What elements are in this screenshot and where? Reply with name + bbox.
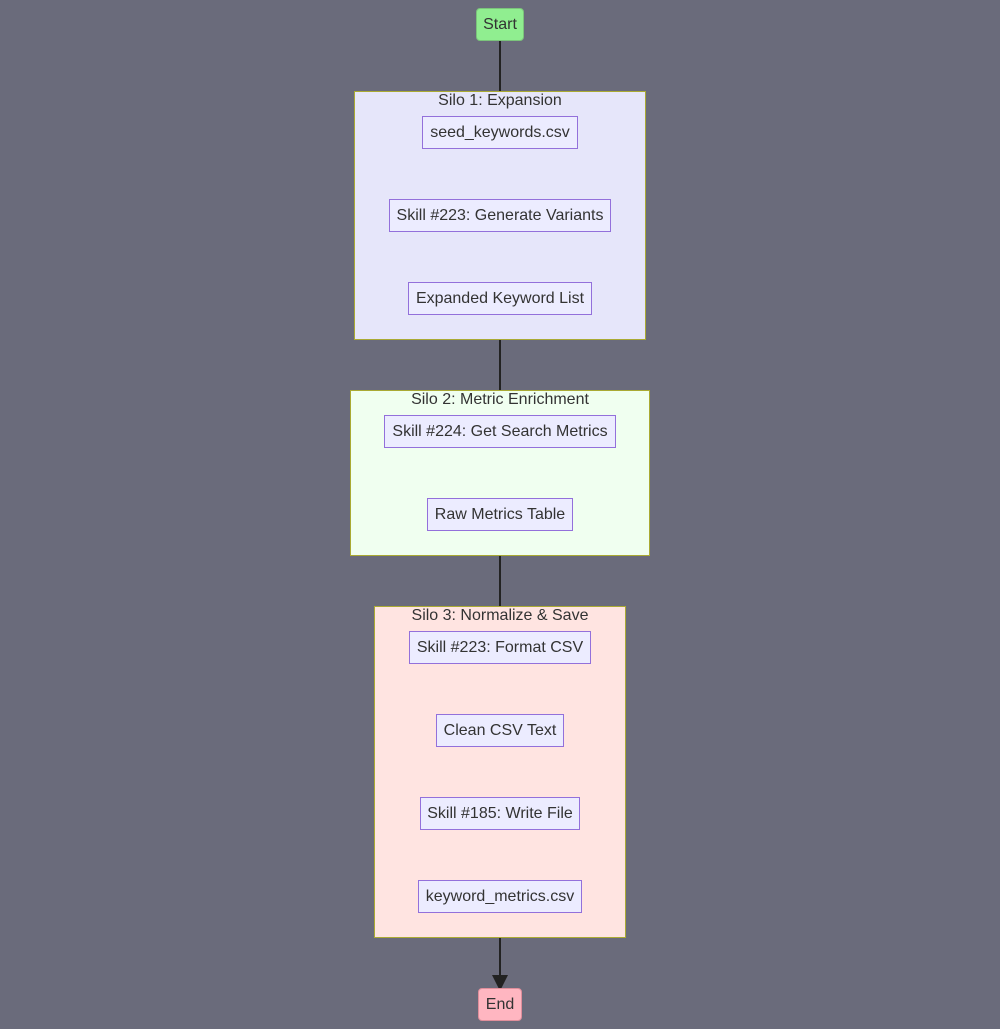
node-keyword-metrics-csv: keyword_metrics.csv [418,880,582,913]
node-clean-csv-text: Clean CSV Text [436,714,564,747]
node-write-file: Skill #185: Write File [420,797,580,830]
start-node: Start [476,8,524,41]
silo-title: Silo 3: Normalize & Save [411,607,589,624]
silo-title: Silo 2: Metric Enrichment [411,391,589,408]
node-seed-keywords: seed_keywords.csv [422,116,578,149]
silo-title: Silo 1: Expansion [438,92,562,109]
end-node: End [478,988,522,1021]
node-generate-variants: Skill #223: Generate Variants [389,199,611,232]
node-raw-metrics-table: Raw Metrics Table [427,498,573,531]
node-format-csv: Skill #223: Format CSV [409,631,591,664]
node-expanded-keyword-list: Expanded Keyword List [408,282,592,315]
node-get-search-metrics: Skill #224: Get Search Metrics [384,415,616,448]
